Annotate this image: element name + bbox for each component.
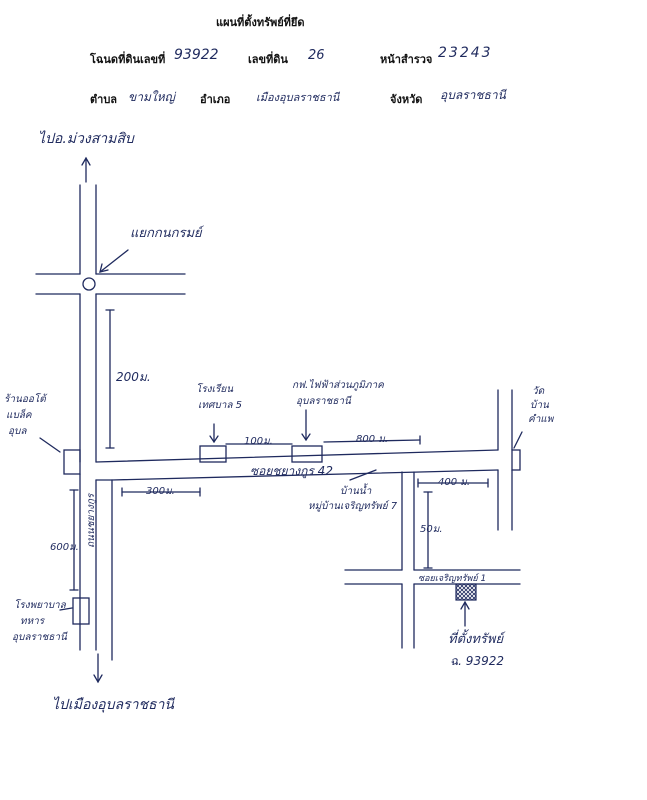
car-shop-label-1: ร้านออโต้: [4, 394, 46, 405]
dist-200-label: 200ม.: [116, 370, 151, 384]
roundabout-circle: [82, 277, 96, 291]
temple-label-2: บ้าน: [530, 400, 549, 411]
province-label: จังหวัด: [390, 93, 423, 106]
house-pointer: [349, 469, 377, 481]
temple-label-3: คำแพ: [528, 414, 554, 425]
school-label-2: เทศบาล 5: [198, 400, 242, 411]
car-shop-label-3: อุบล: [8, 426, 27, 437]
house-label-1: บ้านน้ำ: [340, 486, 372, 497]
main-road-label: ถนนชยางกูร: [86, 493, 97, 548]
hospital-label-3: อุบลราชธานี: [12, 632, 67, 643]
roundabout-label: แยกกนกรมย์: [130, 226, 202, 241]
soi-42-road: [95, 449, 499, 463]
subdistrict-label: ตำบล: [90, 93, 118, 106]
land-number: 26: [308, 48, 325, 63]
to-south-label: ไปเมืองอุบลราชธานี: [52, 697, 174, 713]
subdistrict-value: ขามใหญ่: [128, 90, 175, 104]
district-label: อำเภอ: [200, 93, 231, 106]
dist-800-label: 800 ม.: [356, 434, 389, 445]
dim-800: [323, 439, 421, 443]
survey-number: 23243: [438, 45, 493, 61]
hospital-box: [72, 597, 90, 625]
deed-label: โฉนดที่ดินเลขที่: [90, 53, 166, 66]
electricity-box: [291, 445, 323, 463]
to-north-label: ไปอ.ม่วงสามสิบ: [38, 131, 134, 147]
temple-label-1: วัด: [532, 386, 545, 397]
survey-label: หน้าสำรวจ: [380, 53, 433, 66]
district-value: เมืองอุบลราชธานี: [256, 91, 340, 104]
car-shop-pointer: [39, 437, 61, 453]
electricity-label-2: อุบลราชธานี: [296, 396, 351, 407]
house-label-2: หมู่บ้านเจริญทรัพย์ 7: [308, 501, 398, 512]
page-title: แผนที่ตั้งทรัพย์ที่ยึด: [216, 16, 305, 29]
roundabout-pointer: [99, 249, 129, 273]
hospital-label-1: โรงพยาบาล: [14, 600, 66, 611]
temple-pointer: [513, 431, 523, 449]
car-shop-label-2: แบล็ค: [6, 410, 32, 421]
soi-42-label: ซอยชยางกูร 42: [250, 464, 333, 478]
hospital-pointer: [59, 607, 73, 611]
electricity-label-1: กฟ.ไฟฟ้าส่วนภูมิภาค: [292, 380, 384, 391]
dist-300-label: 300ม.: [146, 486, 175, 497]
car-shop-box: [63, 449, 81, 475]
dist-100-label: 100ม.: [244, 436, 273, 447]
hospital-label-2: ทหาร: [20, 616, 45, 627]
school-box: [199, 445, 227, 463]
property-label: ที่ตั้งทรัพย์: [448, 632, 504, 647]
province-value: อุบลราชธานี: [440, 88, 506, 102]
dist-400-label: 400 ม.: [438, 477, 471, 488]
property-deed-label: ฉ. 93922: [450, 654, 504, 668]
school-label-1: โรงเรียน: [196, 384, 234, 395]
property-marker: [455, 583, 477, 601]
lane-label: ซอยเจริญทรัพย์ 1: [418, 574, 487, 584]
dist-600-label: 600ม.: [50, 542, 79, 553]
dist-50-label: 50ม.: [420, 524, 443, 535]
deed-number: 93922: [174, 47, 219, 63]
land-no-label: เลขที่ดิน: [248, 53, 288, 66]
